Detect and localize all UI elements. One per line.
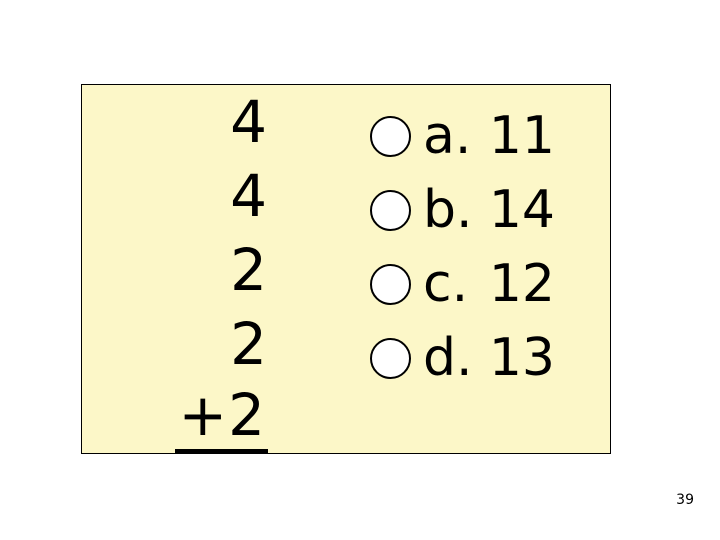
choice-row-d[interactable]: d. 13 bbox=[370, 321, 612, 395]
slide-number: 39 bbox=[676, 492, 694, 508]
choice-value-b: 14 bbox=[488, 180, 555, 240]
choice-row-c[interactable]: c. 12 bbox=[370, 247, 612, 321]
addend-last-row: +2 bbox=[82, 381, 268, 467]
choice-value-a: 11 bbox=[488, 106, 555, 166]
answer-choices: a. 11 b. 14 c. 12 d. 13 bbox=[370, 99, 612, 395]
choice-value-c: 12 bbox=[488, 254, 555, 314]
slide-panel: 4 4 2 2 +2 a. 11 b. 14 c. 12 d. 13 bbox=[81, 84, 611, 454]
circle-bullet-icon-d[interactable] bbox=[370, 337, 411, 379]
addend-1: 4 bbox=[230, 88, 268, 156]
choice-letter-b: b. bbox=[423, 180, 473, 240]
choice-value-d: 13 bbox=[488, 328, 555, 388]
addend-5: +2 bbox=[174, 381, 268, 454]
choice-letter-a: a. bbox=[423, 106, 472, 166]
choice-row-b[interactable]: b. 14 bbox=[370, 173, 612, 247]
addition-problem: 4 4 2 2 +2 bbox=[82, 85, 312, 454]
addend-3: 2 bbox=[230, 236, 268, 304]
addend-2: 4 bbox=[230, 162, 268, 230]
circle-bullet-icon-b[interactable] bbox=[370, 189, 411, 231]
addend-4: 2 bbox=[230, 310, 268, 378]
choice-letter-d: d. bbox=[423, 328, 473, 388]
circle-bullet-icon-c[interactable] bbox=[370, 263, 411, 305]
choice-letter-c: c. bbox=[423, 254, 469, 314]
choice-row-a[interactable]: a. 11 bbox=[370, 99, 612, 173]
circle-bullet-icon-a[interactable] bbox=[370, 115, 411, 157]
